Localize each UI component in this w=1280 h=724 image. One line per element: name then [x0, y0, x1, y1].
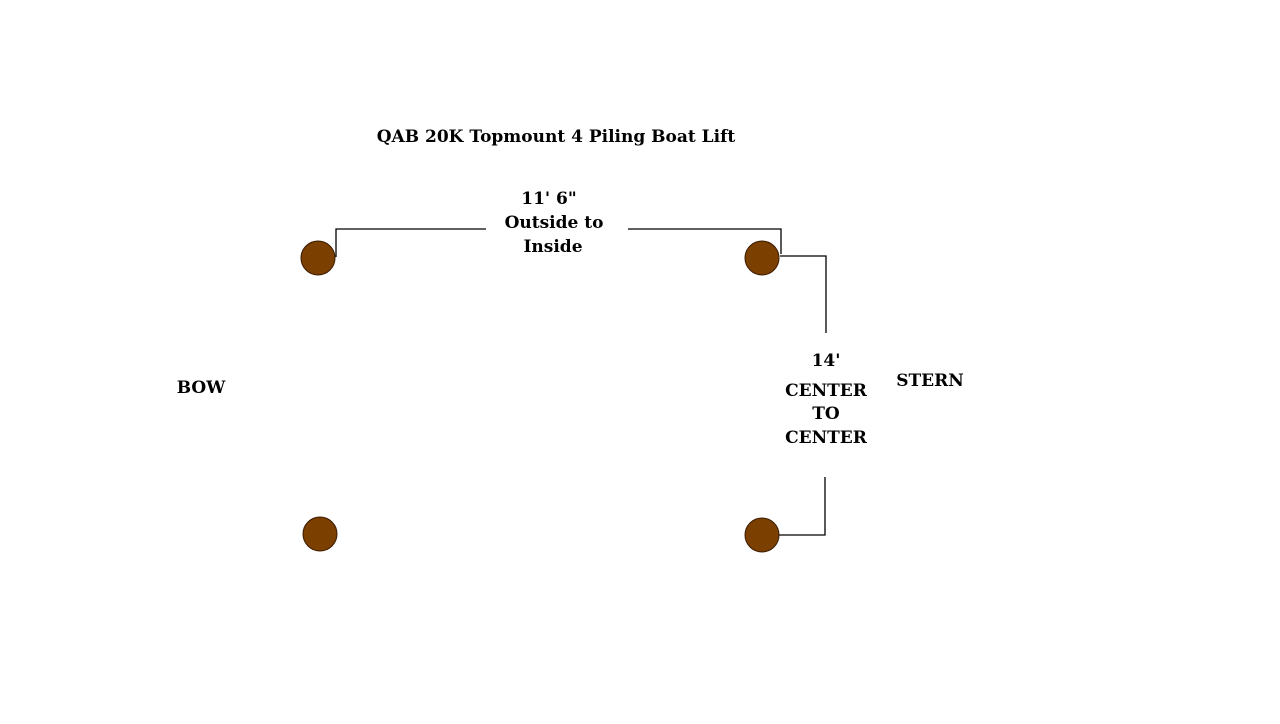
length-dimension-line-bottom [779, 477, 826, 536]
piling-bow-top [300, 240, 336, 276]
piling-stern-top [744, 240, 780, 276]
width-dimension-line2: Inside [523, 237, 582, 257]
width-dimension-line1: Outside to [505, 213, 604, 233]
length-dimension-line2: TO [812, 404, 840, 424]
width-dimension-value: 11' 6" [521, 189, 576, 209]
width-dimension-line-right [628, 228, 782, 254]
diagram-title: QAB 20K Topmount 4 Piling Boat Lift [377, 127, 736, 147]
stern-label: STERN [896, 371, 964, 391]
bow-label: BOW [177, 378, 226, 398]
piling-bow-bottom [302, 516, 338, 552]
length-dimension-line1: CENTER [785, 381, 868, 401]
length-dimension-value: 14' [812, 351, 841, 371]
length-dimension-line-top [780, 255, 827, 333]
piling-stern-bottom [744, 517, 780, 553]
length-dimension-line3: CENTER [785, 428, 868, 448]
width-dimension-line-left [335, 228, 486, 257]
